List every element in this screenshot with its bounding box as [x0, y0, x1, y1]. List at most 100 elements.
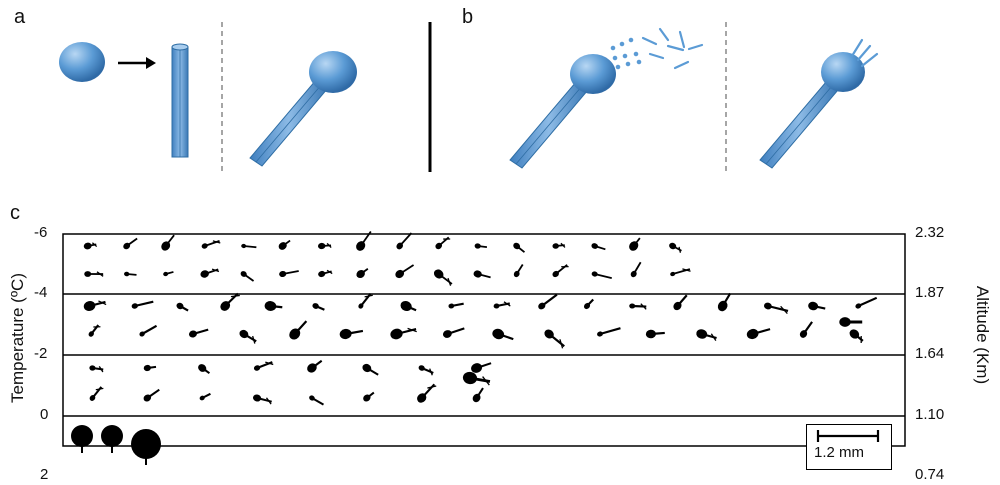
- particle-silhouette: [544, 329, 565, 349]
- particle-silhouette: [435, 236, 451, 250]
- particle-silhouette: [239, 329, 257, 344]
- arrow-right-icon: [118, 57, 156, 69]
- particle-silhouette: [131, 300, 154, 309]
- particle-silhouette: [123, 237, 138, 250]
- particle-silhouette: [309, 395, 325, 406]
- particle-silhouette: [264, 301, 283, 311]
- particle-silhouette: [241, 243, 257, 249]
- particle-silhouette: [356, 230, 372, 251]
- particle-silhouette: [474, 243, 488, 249]
- left-tick-1: -6: [34, 224, 48, 241]
- particle-silhouette: [199, 392, 211, 401]
- particle-silhouette: [462, 371, 491, 386]
- particle-silhouette: [198, 364, 211, 375]
- left-tick-5: 2: [40, 466, 49, 483]
- particle-silhouettes: [71, 230, 878, 465]
- particle-silhouette: [433, 269, 453, 286]
- particle-silhouette: [538, 293, 558, 310]
- right-tick-1: 2.32: [915, 224, 945, 241]
- particle-silhouette: [583, 298, 595, 310]
- particle-silhouette: [418, 365, 434, 376]
- ice-column-a: [171, 43, 189, 158]
- particle-silhouette: [307, 359, 323, 373]
- right-tick-3: 1.64: [915, 345, 945, 362]
- particle-silhouette: [89, 386, 104, 401]
- particle-silhouette: [83, 242, 98, 250]
- particle-silhouette: [289, 320, 308, 340]
- particle-silhouette: [552, 264, 569, 278]
- right-axis-title: Altitude (Km): [973, 285, 992, 385]
- left-tick-4: 0: [40, 406, 49, 423]
- particle-silhouette: [855, 296, 878, 309]
- left-axis-title: Temperature (ºC): [8, 273, 27, 403]
- particle-silhouette: [362, 363, 379, 376]
- particle-silhouette: [597, 327, 621, 337]
- particle-silhouette: [317, 242, 332, 250]
- particle-silhouette: [473, 270, 491, 279]
- particle-silhouette: [808, 301, 826, 311]
- particle-silhouette: [396, 232, 413, 250]
- particle-silhouette: [717, 292, 732, 312]
- scale-bar-label: 1.2 mm: [814, 444, 865, 461]
- particle-silhouette: [513, 264, 524, 278]
- particle-silhouette: [630, 261, 642, 278]
- particle-silhouette: [253, 361, 274, 371]
- particle-silhouette: [139, 324, 158, 337]
- particle-silhouette: [89, 365, 104, 373]
- particle-silhouette: [200, 268, 220, 278]
- scale-bar-graphic: [816, 430, 880, 442]
- ice-splinters: [610, 27, 704, 70]
- panel-label-c: c: [10, 202, 20, 224]
- right-tick-4: 1.10: [915, 406, 945, 423]
- right-tick-5: 0.74: [915, 466, 945, 483]
- particle-silhouette: [673, 294, 688, 311]
- particle-silhouette: [240, 271, 255, 282]
- particle-silhouette: [390, 327, 417, 340]
- particle-silhouette: [279, 270, 299, 278]
- particle-silhouette: [201, 240, 221, 249]
- particle-silhouette: [358, 292, 373, 309]
- panel-c-chart: [62, 230, 906, 465]
- right-tick-2: 1.87: [915, 284, 945, 301]
- panel-a-diagram: [59, 22, 357, 172]
- left-tick-3: -2: [34, 345, 48, 362]
- particle-silhouette: [400, 300, 417, 312]
- particle-silhouette: [591, 243, 606, 251]
- particle-silhouette: [629, 237, 641, 251]
- particle-silhouette: [84, 271, 104, 277]
- particle-silhouette: [492, 328, 514, 341]
- particle-silhouette: [591, 271, 612, 280]
- graupel-ball-a1: [59, 42, 105, 82]
- particle-silhouette: [253, 394, 272, 405]
- particle-silhouette: [839, 317, 863, 327]
- particle-silhouette: [161, 234, 175, 251]
- particle-silhouette: [163, 271, 174, 277]
- particle-silhouette: [83, 300, 107, 312]
- particle-silhouette: [318, 269, 333, 278]
- particle-silhouette: [629, 303, 647, 310]
- particle-silhouette: [442, 327, 465, 338]
- particle-silhouette: [339, 328, 364, 340]
- panel-label-b: b: [462, 6, 474, 28]
- particle-silhouette: [188, 328, 209, 338]
- panel-label-a: a: [14, 6, 26, 28]
- particle-silhouette: [278, 239, 291, 250]
- particle-silhouette: [669, 242, 682, 253]
- particle-silhouette: [356, 268, 369, 279]
- particle-silhouette: [799, 321, 813, 338]
- chart-frame: [62, 233, 906, 447]
- panel-b-diagram: [509, 22, 879, 172]
- rimed-column-b1: [509, 54, 616, 169]
- particle-silhouette: [493, 301, 511, 309]
- left-tick-2: -4: [34, 284, 48, 301]
- rimed-column-a: [249, 51, 357, 167]
- particle-silhouette: [363, 391, 375, 402]
- particle-silhouette: [849, 329, 864, 343]
- particle-silhouette: [513, 242, 526, 253]
- particle-silhouette: [395, 264, 415, 279]
- particle-silhouette: [472, 387, 484, 403]
- particle-silhouette: [124, 271, 137, 277]
- particle-silhouette: [746, 328, 771, 340]
- particle-silhouette: [417, 383, 437, 403]
